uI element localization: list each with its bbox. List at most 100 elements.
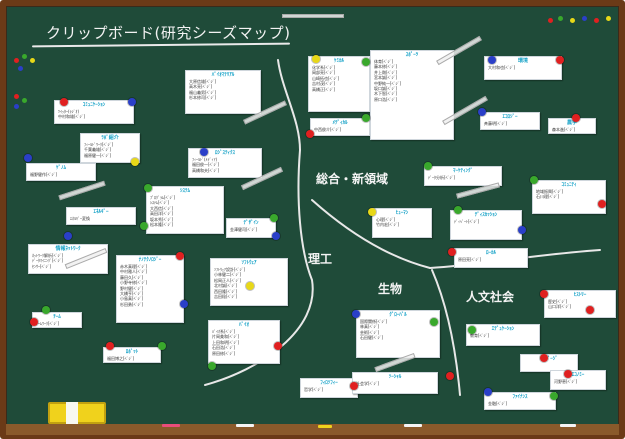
seed-card[interactable]: ﾁｰﾑﾁｰﾑﾜｰｸ[ﾍﾞｼﾞ] (32, 312, 82, 328)
magnet-icon (558, 16, 563, 21)
card-line: ﾃﾞｨﾍﾞｰﾄ[ﾍﾞｼﾞ] (454, 219, 480, 224)
card-line: ﾈｯﾄﾜｰｸ解析[ﾍﾞｼﾞ] (32, 253, 64, 258)
magnet-icon (14, 104, 19, 109)
card-line: 松本隆[ﾍﾞｼﾞ] (150, 222, 174, 228)
seed-card[interactable]: ﾅﾉﾃｸﾉﾛｼﾞｰ赤木真理[ﾍﾞｼﾞ]中村雅人[ﾍﾞｼﾞ]藤田久[ﾍﾞｼﾞ]小野… (116, 255, 184, 323)
seed-card[interactable]: ﾛﾎﾞｯﾄ福田博之[ﾍﾞｼﾞ] (103, 347, 161, 363)
card-line: 藤田久[ﾍﾞｼﾞ] (120, 274, 144, 280)
seed-card[interactable]: ﾋｭｰﾏﾝ心理[ﾍﾞｼﾞ]竹内宏[ﾍﾞｼﾞ] (372, 208, 432, 238)
pin-blue-icon (484, 388, 492, 396)
pin-blue-icon (272, 232, 280, 240)
pin-green-icon (468, 326, 476, 334)
card-line: 体育[ﾍﾞｼﾞ] (374, 59, 394, 64)
card-line: 林真[ﾍﾞｼﾞ] (360, 324, 380, 330)
card-line: 西田隆[ﾍﾞｼﾞ] (214, 288, 238, 294)
card-line: 社会学[ﾍﾞｼﾞ] (356, 381, 380, 386)
seed-card[interactable]: ｽﾎﾟｰﾂ体育[ﾍﾞｼﾞ]藤本修[ﾍﾞｼﾞ]井上剛[ﾍﾞｼﾞ]宮本誠[ﾍﾞｼﾞ]… (370, 50, 454, 140)
pin-green-icon (530, 176, 538, 184)
pin-red-icon (586, 306, 594, 314)
card-heading: ｴﾈﾙｷﾞｰ (93, 209, 109, 215)
pin-blue-icon (24, 154, 32, 162)
card-heading: ｿｰｼｬﾙ (388, 374, 402, 380)
seed-card[interactable]: ｹﾐｶﾙ化学系[ﾍﾞｼﾞ]岡部亮[ﾍﾞｼﾞ]山崎拓也[ﾍﾞｼﾞ]吉村茂[ﾍﾞｼﾞ… (308, 56, 370, 112)
card-line: 国際関係[ﾍﾞｼﾞ] (360, 319, 388, 324)
seed-card[interactable]: ｴﾃﾞｭｹｰｼｮﾝ教育[ﾍﾞｼﾞ] (466, 324, 540, 346)
seed-card[interactable]: ｴﾈﾙｷﾞｰｴﾈﾙｷﾞｰ変換 (66, 207, 136, 225)
card-line: 岡部亮[ﾍﾞｼﾞ] (312, 70, 336, 76)
seed-card[interactable]: ﾋｽﾄﾘｰ歴史[ﾍﾞｼﾞ]山口洋[ﾍﾞｼﾞ] (544, 290, 616, 318)
card-line: 心理[ﾍﾞｼﾞ] (376, 217, 396, 222)
card-line: ﾁｰﾑﾜｰｸ[ﾍﾞｼﾞ] (36, 321, 60, 326)
card-line: 中西俊介[ﾍﾞｼﾞ] (314, 127, 342, 132)
card-heading: ｿﾌﾄｳｪｱ (241, 260, 257, 266)
pin-red-icon (446, 372, 454, 380)
magnet-icon (606, 16, 611, 21)
pin-green-icon (362, 114, 370, 122)
seed-card[interactable]: ｹﾞﾉﾑ福野健作[ﾍﾞｼﾞ] (26, 163, 96, 181)
card-line: 片岡美和[ﾍﾞｼﾞ] (212, 334, 240, 340)
card-heading: ｴｺﾉﾐｰ (571, 372, 585, 378)
card-line: ﾊﾞｲｵ系[ﾍﾞｼﾞ] (212, 329, 236, 334)
seed-card[interactable]: ﾊﾞｲｵﾏﾃﾘｱﾙ大原信雄[ﾍﾞｼﾞ]高木亮[ﾍﾞｼﾞ]福山義男[ﾍﾞｼﾞ]杉本… (185, 70, 261, 114)
pin-green-icon (362, 58, 370, 66)
seed-card[interactable]: 情報ﾈｯﾄﾜｰｸﾈｯﾄﾜｰｸ解析[ﾍﾞｼﾞ]ﾃﾞｰﾀﾏｲﾆﾝｸﾞ[ﾍﾞｼﾞ]ｾﾝ… (28, 244, 108, 274)
card-line: 石田健[ﾍﾞｼﾞ] (360, 335, 384, 341)
seed-card[interactable]: ｴｺﾉﾐｰ河野恵[ﾍﾞｼﾞ] (550, 370, 606, 390)
magnet-icon (570, 18, 575, 23)
card-line: 藤本修[ﾍﾞｼﾞ] (374, 64, 398, 70)
card-heading: ｽﾎﾟｰﾂ (405, 52, 419, 58)
seed-card[interactable]: ﾃﾞｨｽｶｯｼｮﾝﾃﾞｨﾍﾞｰﾄ[ﾍﾞｼﾞ] (450, 210, 522, 240)
card-line: 教育[ﾍﾞｼﾞ] (470, 333, 490, 338)
seed-card[interactable]: ﾒﾃﾞｨｶﾙ中西俊介[ﾍﾞｼﾞ] (310, 118, 370, 136)
card-line: 福田博之[ﾍﾞｼﾞ] (107, 356, 135, 361)
seed-card[interactable]: ｺﾐｭﾆﾃｨ地域振興[ﾍﾞｼﾞ]石川理[ﾍﾞｼﾞ] (532, 180, 606, 214)
chalk-yellow-icon[interactable] (318, 425, 332, 428)
seed-card[interactable]: ﾗﾎﾞ紹介ﾌｨｰﾙﾄﾞﾜｰｸ[ﾍﾞｼﾞ]千葉義雄[ﾍﾞｼﾞ]福原健一[ﾍﾞｼﾞ] (80, 133, 140, 163)
card-heading: ｼｽﾃﾑ (179, 188, 190, 194)
card-line: 木下智[ﾍﾞｼﾞ] (374, 91, 398, 97)
card-line: 森本進[ﾍﾞｼﾞ] (552, 127, 576, 132)
seed-card[interactable]: ﾌｧｲﾅﾝｽ金融[ﾍﾞｼﾞ] (484, 392, 556, 410)
card-line: ﾃﾞｰﾀﾏｲﾆﾝｸﾞ[ﾍﾞｼﾞ] (32, 258, 64, 264)
card-line: 福山義男[ﾍﾞｼﾞ] (189, 89, 217, 95)
card-heading: ﾋｭｰﾏﾝ (395, 210, 409, 216)
card-line: 宮本誠[ﾍﾞｼﾞ] (374, 75, 398, 81)
pin-blue-icon (518, 226, 526, 234)
seed-card[interactable]: ﾃﾞｻﾞｲﾝ金澤健司[ﾍﾞｼﾞ] (226, 218, 276, 238)
seed-card[interactable]: ﾊﾞｲｵﾊﾞｲｵ系[ﾍﾞｼﾞ]片岡美和[ﾍﾞｼﾞ]上田和明[ﾍﾞｼﾞ]石田浩[ﾍ… (208, 320, 280, 364)
card-line: 中野純一[ﾍﾞｼﾞ] (374, 80, 402, 86)
seed-card[interactable]: ｿｰｼｬﾙ 社会学[ﾍﾞｼﾞ] (352, 372, 438, 394)
card-line: 歴史[ﾍﾞｼﾞ] (548, 299, 568, 304)
card-line: 坂本秀[ﾍﾞｼﾞ] (150, 216, 174, 222)
card-heading: ﾌｨﾛｿﾌｨｰ (320, 380, 338, 386)
card-line: 石川理[ﾍﾞｼﾞ] (536, 194, 560, 200)
seed-card[interactable]: 環境大村和也[ﾍﾞｼﾞ] (484, 56, 562, 80)
card-heading: ｹﾐｶﾙ (333, 58, 344, 64)
card-heading: ﾅﾉﾃｸﾉﾛｼﾞｰ (138, 257, 162, 263)
card-line: 高橋正[ﾍﾞｼﾞ] (312, 86, 336, 92)
seed-card[interactable]: ﾌｨﾛｿﾌｨｰ哲学[ﾍﾞｼﾞ] (300, 378, 358, 398)
card-line: ｼｽﾃﾑ[ﾍﾞｼﾞ] (150, 200, 170, 206)
magnet-icon (594, 18, 599, 23)
pin-red-icon (350, 382, 358, 390)
card-heading: ﾏｰｹﾃｨﾝｸﾞ (452, 168, 473, 174)
pin-blue-icon (64, 232, 72, 240)
card-line: 金澤健司[ﾍﾞｼﾞ] (230, 227, 258, 232)
card-line: 原田修[ﾍﾞｼﾞ] (212, 350, 236, 356)
card-line: ｾﾝｻｰ[ﾍﾞｼﾞ] (32, 263, 52, 269)
card-line: 高橋和夫[ﾍﾞｼﾞ] (192, 167, 220, 173)
seed-card[interactable]: ﾗﾝｹﾞｰｼﾞ (520, 354, 578, 372)
chalk-white-icon[interactable] (560, 424, 576, 427)
card-line: 福田俊一[ﾍﾞｼﾞ] (192, 162, 220, 168)
card-heading: ｴﾃﾞｭｹｰｼｮﾝ (491, 326, 515, 332)
seed-card[interactable]: ﾏｰｹﾃｨﾝｸﾞﾃﾞｰﾀ分析[ﾍﾞｼﾞ] (424, 166, 502, 186)
chalk-white-icon[interactable] (236, 424, 254, 427)
seed-card[interactable]: ｼｽﾃﾑﾌﾟﾛｸﾞﾗﾑ[ﾍﾞｼﾞ]ｼｽﾃﾑ[ﾍﾞｼﾞ]大西信[ﾍﾞｼﾞ]高田洋[… (146, 186, 224, 234)
chalk-white-icon[interactable] (404, 424, 422, 427)
seed-card[interactable]: ﾛｰｶﾙ原田亮[ﾍﾞｼﾞ] (454, 248, 528, 268)
seed-card[interactable]: ｴｺﾛｼﾞｰ斉藤明[ﾍﾞｼﾞ] (480, 112, 540, 130)
pin-red-icon (448, 248, 456, 256)
chalk-pink-icon[interactable] (162, 424, 180, 427)
seed-card[interactable]: ｸﾞﾛｰﾊﾞﾙ国際関係[ﾍﾞｼﾞ]林真[ﾍﾞｼﾞ]芸術[ﾍﾞｼﾞ]石田健[ﾍﾞｼ… (356, 310, 440, 358)
magnet-icon (18, 66, 23, 71)
